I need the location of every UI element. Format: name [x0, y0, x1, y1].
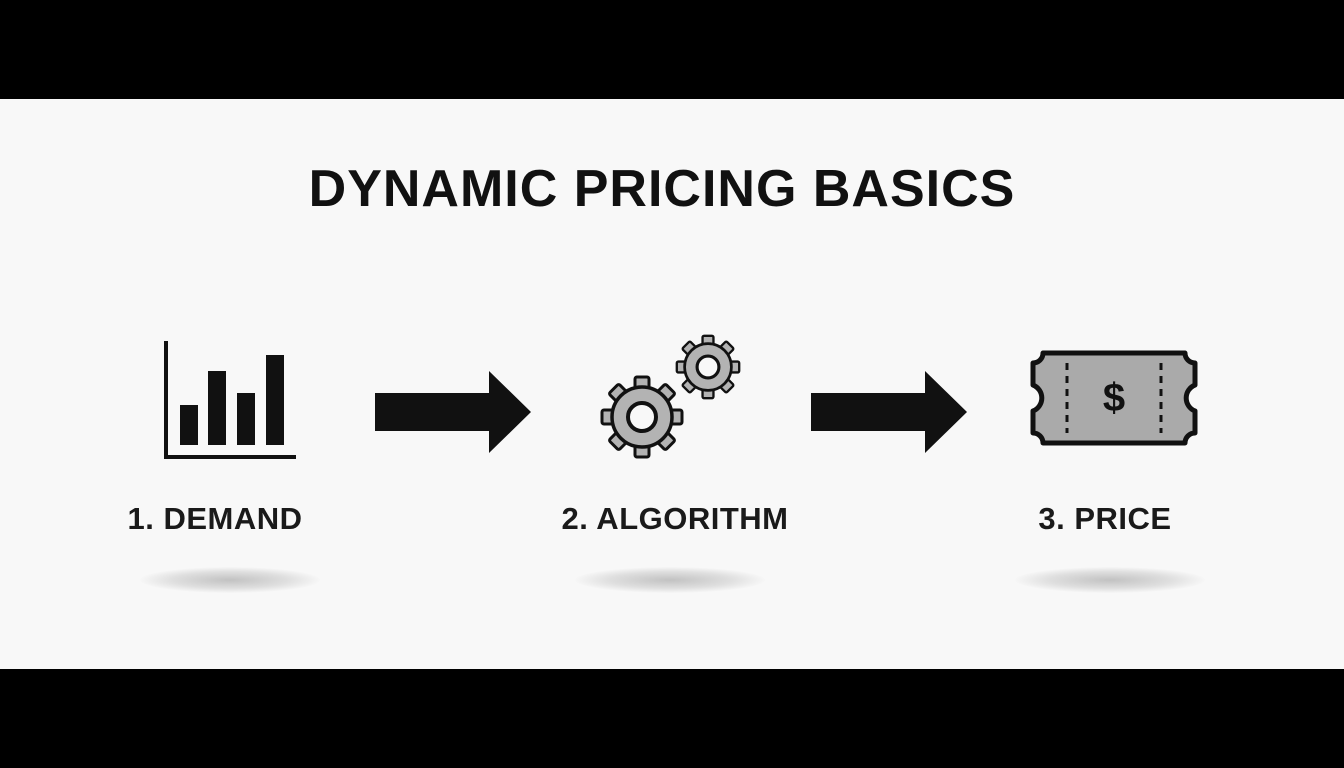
step-shadow: [140, 567, 320, 593]
letterbox-top-bar: [0, 0, 1344, 99]
price-ticket-icon: $: [1030, 350, 1198, 446]
arrow-right-icon: [811, 371, 967, 453]
step-shadow: [575, 567, 765, 593]
step-label-algorithm: 2. ALGORITHM: [561, 501, 789, 536]
step-label-demand: 1. DEMAND: [127, 501, 303, 536]
bar-chart-icon: [164, 341, 296, 459]
dollar-sign-icon: $: [1103, 376, 1125, 420]
step-label-price: 3. PRICE: [1038, 501, 1172, 536]
gears-icon: [600, 334, 741, 459]
letterbox-bottom-bar: [0, 669, 1344, 768]
arrow-right-icon: [375, 371, 531, 453]
step-shadow: [1015, 567, 1205, 593]
diagram-panel: DYNAMIC PRICING BASICS: [0, 99, 1344, 669]
diagram-title: DYNAMIC PRICING BASICS: [308, 160, 1016, 218]
